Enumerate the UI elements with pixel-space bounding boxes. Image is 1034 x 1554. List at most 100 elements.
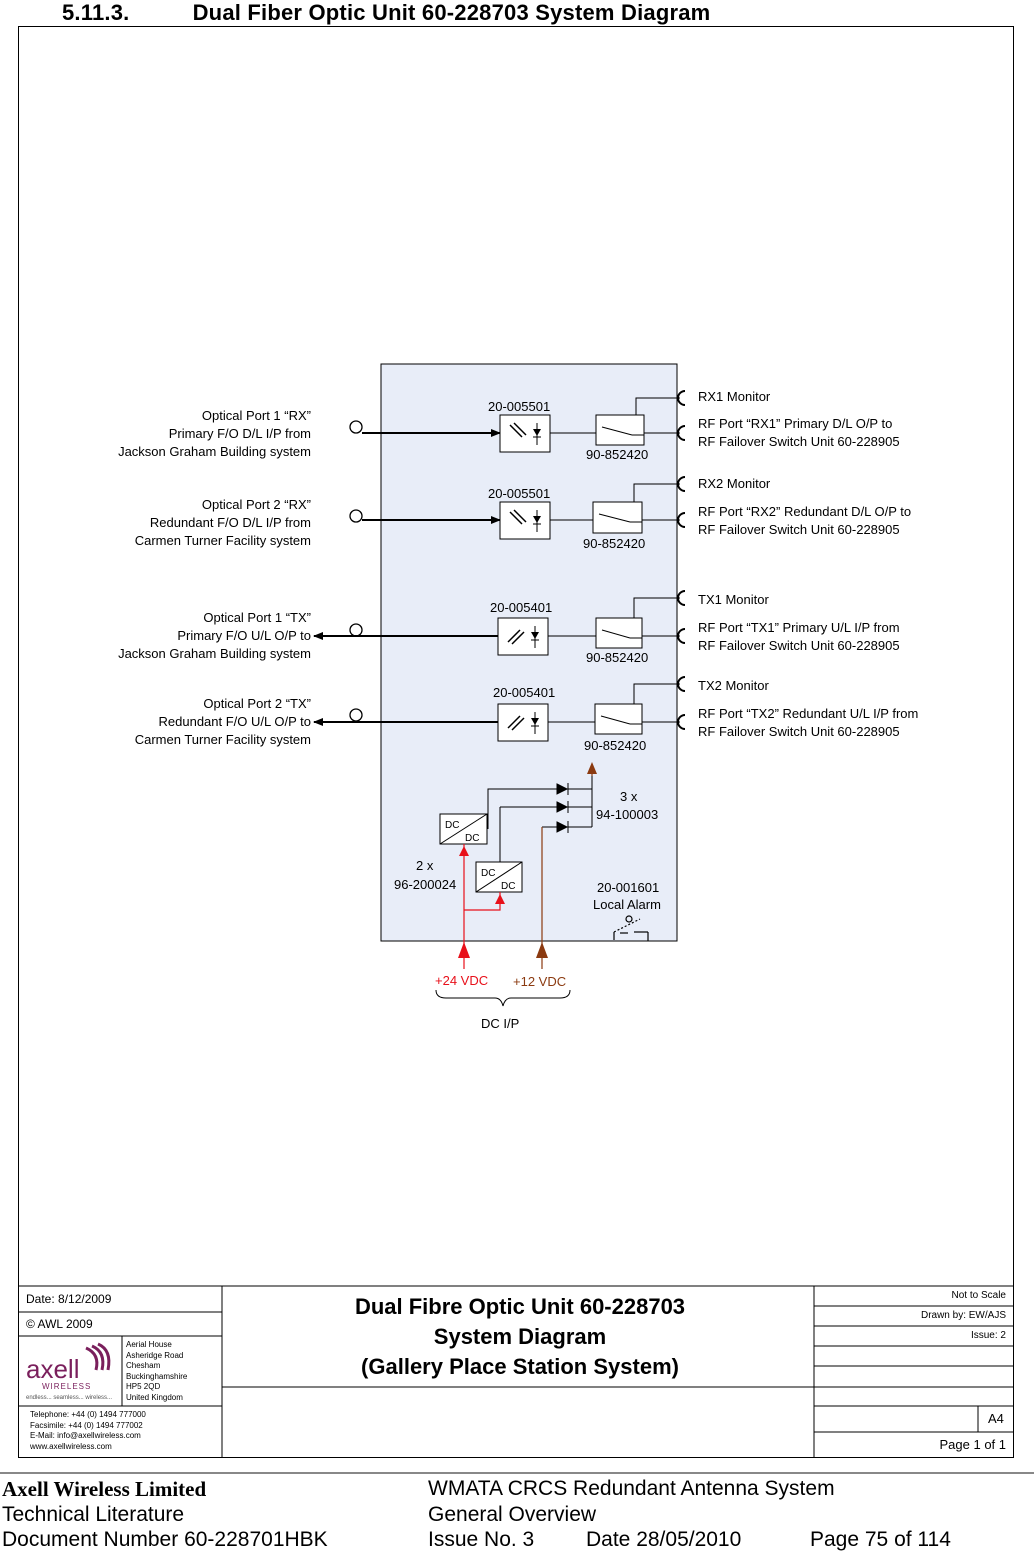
footer-company: Axell Wireless Limited [2,1477,207,1501]
port-label-line: Redundant F/O U/L O/P to [159,714,311,729]
diode-triangle-icon [533,429,541,436]
monitor-label: RX1 Monitor [698,389,771,404]
module-part-number: 20-005501 [488,399,550,414]
company-logo: axell WIRELESS endless... seamless... wi… [26,1342,112,1401]
contact-line: Telephone: +44 (0) 1494 777000 [30,1410,146,1419]
title-block-grid [18,1285,1014,1458]
light-in-icon [509,424,523,438]
rf-switch [592,501,643,534]
arrow-up-icon [536,942,548,958]
optical-modules [497,390,686,742]
monitor-port-icon [677,390,686,406]
port-label-line: Optical Port 1 “TX” [203,610,311,625]
svg-text:endless... seamless... wireles: endless... seamless... wireless... [26,1395,112,1401]
port-label-line: Optical Port 1 “RX” [202,408,311,423]
diode-icon [556,783,569,795]
rf-port-label: RF Failover Switch Unit 60-228905 [698,638,900,653]
rf-port-label: RF Port “RX1” Primary D/L O/P to [698,416,892,431]
drawing-date: Date: 8/12/2009 [26,1292,112,1306]
issue-number: Issue: 2 [970,1330,1006,1341]
monitor-line [635,397,680,415]
drawing-title: Dual Fibre Optic Unit 60-228703 System D… [226,1292,814,1382]
rf-port-label: RF Failover Switch Unit 60-228905 [698,522,900,537]
address-line: Asheridge Road [126,1350,184,1360]
svg-text:DC: DC [501,881,515,892]
diode-count: 3 x [620,789,638,804]
monitor-port-icon [677,590,686,606]
port-label-line: Primary F/O U/L O/P to [177,628,311,643]
drawing-frame [18,26,1014,1458]
dc-input-brace [435,989,571,1007]
sheet-number: Page 1 of 1 [939,1437,1007,1452]
rf-port-label: RF Failover Switch Unit 60-228905 [698,434,900,449]
company-address: Aerial House Asheridge Road Chesham Buck… [126,1340,187,1403]
rf-port-label: RF Port “RX2” Redundant D/L O/P to [698,504,911,519]
diode-triangle-icon [531,632,539,639]
monitor-port-icon [677,676,686,692]
port-label-line: Carmen Turner Facility system [135,533,311,548]
monitor-line [633,483,680,502]
footer-date: Date 28/05/2010 [586,1528,742,1551]
rf-port-icon [677,512,686,528]
plus12-label: +12 VDC [513,974,566,989]
paper-size: A4 [988,1411,1004,1426]
page-footer: Axell Wireless Limited Technical Literat… [0,1472,1034,1554]
alarm-contact-icon [613,915,649,941]
company-contact: Telephone: +44 (0) 1494 777000 Facsimile… [30,1410,146,1452]
diode-triangle-icon [531,718,539,725]
drawing-title-line: Dual Fibre Optic Unit 60-228703 [354,1294,686,1319]
switch-part-number: 90-852420 [586,650,648,665]
footer-document-number: Document Number 60-228701HBK [2,1528,328,1551]
svg-text:axell: axell [26,1354,79,1384]
port-label-line: Optical Port 2 “TX” [203,696,311,711]
system-diagram: Optical Port 1 “RX” Primary F/O D/L I/P … [18,363,1014,1458]
address-line: Buckinghamshire [126,1371,188,1381]
port-label-line: Jackson Graham Building system [118,444,311,459]
footer-page: Page 75 of 114 [810,1528,951,1551]
port-label-line: Optical Port 2 “RX” [202,497,311,512]
converter-count: 2 x [416,858,434,873]
footer-issue: Issue No. 3 [428,1528,535,1551]
switch-lever-icon [601,629,631,639]
dc-input-label: DC I/P [481,1016,519,1031]
dc-dc-converter-1: DC DC [439,813,488,845]
rf-port-icon [677,425,686,441]
svg-text:DC: DC [445,820,459,831]
module-part-number: 20-005401 [493,685,555,700]
drawn-by: Drawn by: EW/AJS [920,1310,1006,1321]
drawing-title-line: System Diagram [433,1324,607,1349]
switch-lever-icon [601,426,633,436]
port-label-line: Carmen Turner Facility system [135,732,311,747]
scale-note: Not to Scale [951,1290,1006,1301]
svg-text:DC: DC [465,833,479,844]
monitor-line [633,597,680,618]
drawing-title-line: (Gallery Place Station System) [361,1354,679,1379]
section-heading: 5.11.3. Dual Fiber Optic Unit 60-228703 … [62,0,710,26]
module-part-number: 20-005501 [488,486,550,501]
rf-port-label: RF Failover Switch Unit 60-228905 [698,724,900,739]
footer-overview: General Overview [428,1503,597,1526]
monitor-port-icon [677,476,686,492]
arrow-up-icon [459,846,469,856]
switch-part-number: 90-852420 [586,447,648,462]
monitor-label: TX2 Monitor [698,678,769,693]
arrow-up-icon [458,942,470,958]
optical-module [497,617,549,656]
arrow-up-icon [495,894,505,904]
rf-port-label: RF Port “TX2” Redundant U/L I/P from [698,706,918,721]
rf-switch [595,617,643,649]
monitor-line [633,683,680,704]
switch-part-number: 90-852420 [583,536,645,551]
diode-part-number: 94-100003 [596,807,658,822]
address-line: United Kingdom [126,1392,183,1402]
light-in-icon [509,511,523,525]
rf-port-icon [677,714,686,730]
monitor-label: TX1 Monitor [698,592,769,607]
light-out-icon [511,717,525,731]
address-line: Chesham [126,1361,161,1370]
rf-port-label: RF Port “TX1” Primary U/L I/P from [698,620,900,635]
switch-lever-icon [598,513,631,523]
diode-triangle-icon [533,516,541,523]
switch-lever-icon [600,715,631,725]
rf-port-icon [677,628,686,644]
